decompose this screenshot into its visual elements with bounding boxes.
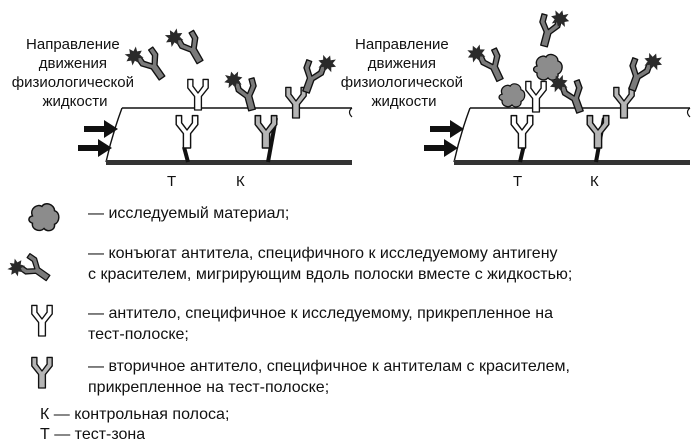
flow-label-line: движения bbox=[39, 55, 107, 72]
flow-label-line: Направление bbox=[355, 36, 449, 53]
flow-label-line: физиологической bbox=[341, 74, 463, 91]
flow-label-line: Направление bbox=[26, 36, 120, 53]
control-line-label: К bbox=[590, 173, 599, 190]
legend-item-conjugate: — конъюгат антитела, специфичного к иссл… bbox=[88, 245, 573, 283]
test-strip-left bbox=[105, 107, 353, 165]
test-zone-label: Т bbox=[513, 173, 522, 190]
flow-label-line: жидкости bbox=[372, 93, 437, 110]
flow-direction-label-left: Направление движения физиологической жид… bbox=[12, 36, 138, 110]
flow-arrow-icon bbox=[430, 120, 464, 138]
test-zone-line bbox=[182, 146, 190, 163]
flow-direction-label-right: Направление движения физиологической жид… bbox=[341, 36, 467, 110]
flow-label-line: движения bbox=[368, 55, 436, 72]
flow-arrow-icon bbox=[424, 139, 458, 157]
flow-arrow-icon bbox=[84, 120, 118, 138]
legend-item-secondary-antibody: — вторичное антитело, специфичное к анти… bbox=[88, 358, 570, 396]
note-control-line: К — контрольная полоса; bbox=[40, 406, 230, 423]
legend-item-specific-antibody: — антитело, специфичное к исследуемому, … bbox=[88, 305, 553, 343]
flow-label-line: физиологической bbox=[12, 74, 134, 91]
legend-item-sample: — исследуемый материал; bbox=[88, 205, 290, 222]
test-zone-label: Т bbox=[167, 173, 176, 190]
flow-label-line: жидкости bbox=[43, 93, 108, 110]
control-line-label: К bbox=[236, 173, 245, 190]
note-test-zone: Т — тест-зона bbox=[40, 426, 146, 443]
right-panel: Направление движения физиологической жид… bbox=[341, 8, 691, 190]
flow-arrow-icon bbox=[78, 139, 112, 157]
left-panel: Направление движения физиологической жид… bbox=[12, 25, 353, 190]
